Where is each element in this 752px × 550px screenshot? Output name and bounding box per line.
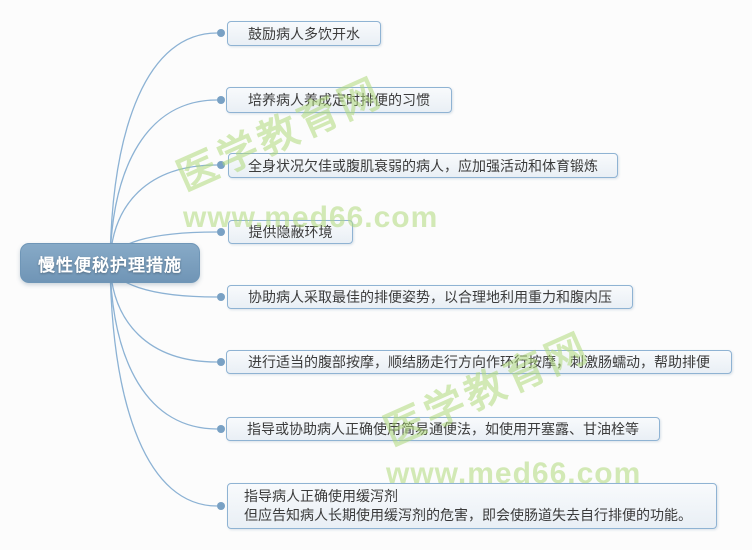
central-topic-label: 慢性便秘护理措施 xyxy=(38,255,182,275)
connector-dot xyxy=(217,228,225,236)
connector-line xyxy=(109,262,218,363)
connector-dot xyxy=(217,96,225,104)
branch-topic-label: 提供隐蔽环境 xyxy=(248,224,333,240)
branch-topic-node[interactable]: 进行适当的腹部按摩，顺结肠走行方向作环行按摩，刺激肠蠕动，帮助排便 xyxy=(226,350,732,374)
branch-topic-node[interactable]: 指导或协助病人正确使用简易通便法，如使用开塞露、甘油栓等 xyxy=(226,417,660,441)
branch-topic-label: 指导病人正确使用缓泻剂 xyxy=(244,488,398,504)
branch-topic-node[interactable]: 提供隐蔽环境 xyxy=(228,220,353,244)
branch-topic-node[interactable]: 鼓励病人多饮开水 xyxy=(227,21,381,46)
connector-line xyxy=(109,262,218,430)
connector-line xyxy=(109,262,218,507)
connector-dot xyxy=(217,293,225,301)
connector-dot xyxy=(217,161,225,169)
connector-dot xyxy=(217,502,225,510)
connector-dot xyxy=(217,425,225,433)
branch-topic-label: 鼓励病人多饮开水 xyxy=(248,25,360,42)
branch-topic-label: 培养病人养成定时排便的习惯 xyxy=(248,92,430,108)
central-topic-node[interactable]: 慢性便秘护理措施 xyxy=(20,243,200,283)
branch-topic-label-line2: 但应告知病人长期使用缓泻剂的危害，即会使肠道失去自行排便的功能。 xyxy=(244,507,692,523)
branch-topic-label: 进行适当的腹部按摩，顺结肠走行方向作环行按摩，刺激肠蠕动，帮助排便 xyxy=(248,354,710,370)
connector-dot xyxy=(217,358,225,366)
connector-dot xyxy=(217,29,225,37)
branch-topic-node[interactable]: 全身状况欠佳或腹肌衰弱的病人，应加强活动和体育锻炼 xyxy=(228,153,618,178)
connector-line xyxy=(109,164,218,264)
branch-topic-label: 指导或协助病人正确使用简易通便法，如使用开塞露、甘油栓等 xyxy=(247,421,639,437)
branch-topic-node[interactable]: 协助病人采取最佳的排便姿势，以合理地利用重力和腹内压 xyxy=(227,285,633,309)
branch-topic-node[interactable]: 指导病人正确使用缓泻剂 但应告知病人长期使用缓泻剂的危害，即会使肠道失去自行排便… xyxy=(227,483,717,529)
connector-line xyxy=(109,99,218,264)
branch-topic-node[interactable]: 培养病人养成定时排便的习惯 xyxy=(226,87,452,113)
branch-topic-label: 协助病人采取最佳的排便姿势，以合理地利用重力和腹内压 xyxy=(248,289,612,305)
connector-line xyxy=(109,32,218,264)
branch-topic-label: 全身状况欠佳或腹肌衰弱的病人，应加强活动和体育锻炼 xyxy=(248,157,598,174)
